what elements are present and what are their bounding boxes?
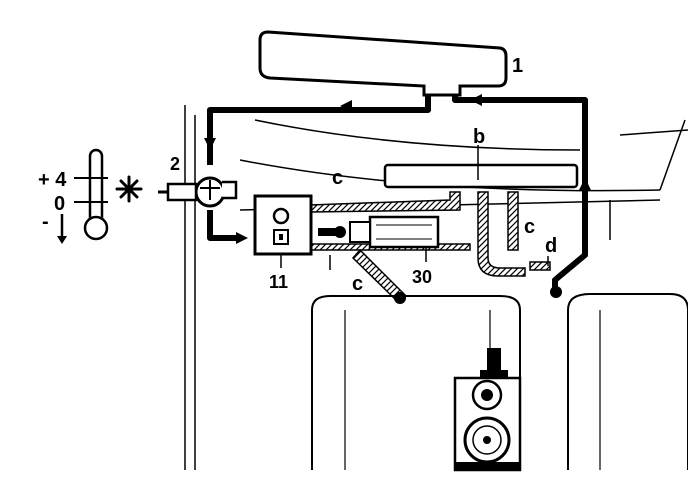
label-control-unit: 11 (269, 272, 288, 292)
heater-unit (318, 215, 440, 262)
thermometer-icon (57, 148, 109, 244)
thermo-plus-label: + 4 (38, 169, 67, 191)
control-unit (253, 194, 313, 268)
vehicle-body-outline (184, 105, 688, 470)
thermo-minus-label: - (42, 211, 49, 233)
vent-panel (383, 145, 579, 189)
drain-fitting (394, 292, 406, 304)
expansion-reservoir (258, 30, 508, 97)
shutoff-valve (158, 176, 238, 208)
label-hose-c-top: c (332, 167, 343, 189)
label-heater: 30 (412, 267, 432, 287)
label-reservoir: 1 (512, 55, 523, 77)
coolant-hoses (207, 95, 588, 290)
connector-d (547, 256, 562, 298)
label-valve: 2 (170, 154, 180, 174)
pump-assembly (453, 348, 522, 472)
label-hose-c-right: c (524, 216, 535, 238)
snowflake-icon (115, 175, 143, 203)
flow-arrows (204, 94, 591, 244)
label-vent-b: b (473, 126, 485, 148)
thermo-zero-label: 0 (54, 193, 65, 215)
label-connector-d: d (545, 235, 557, 257)
seat-outline-right (567, 293, 688, 470)
callout-labels: 1 2 11 30 c c c b d + 4 0 - (38, 55, 557, 295)
label-hose-c-bottom: c (352, 273, 363, 295)
